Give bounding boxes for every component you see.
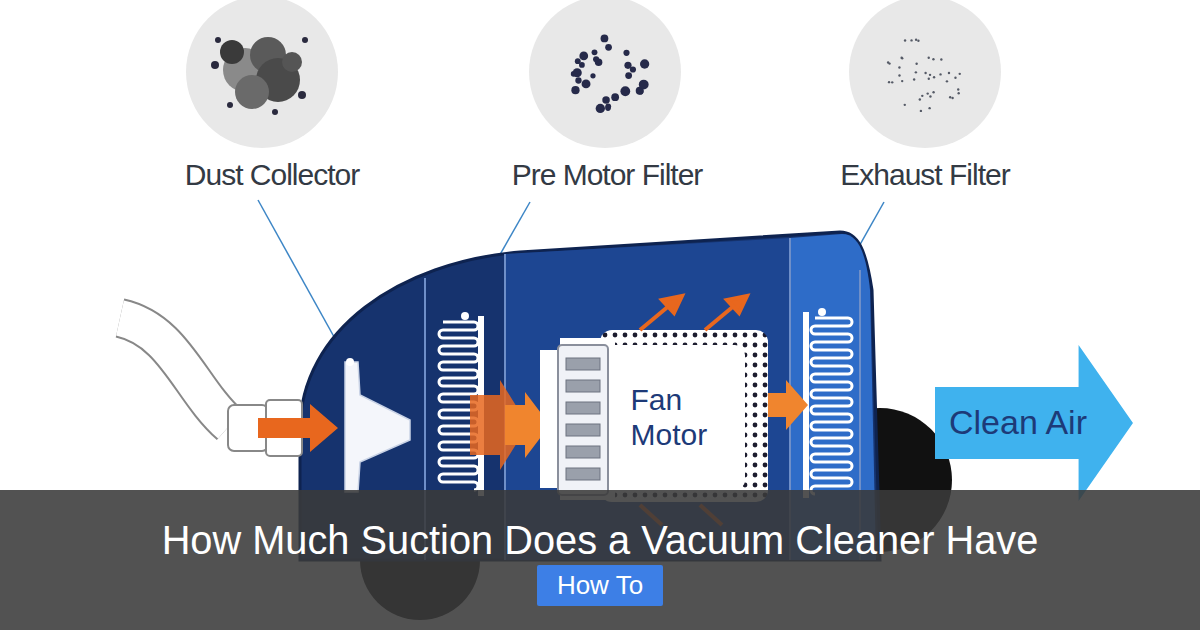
node-text: How To xyxy=(557,571,643,601)
node-text: Clean Air xyxy=(949,403,1087,442)
category-badge: How To xyxy=(537,565,663,606)
callout-dot xyxy=(818,308,826,316)
micro-dust xyxy=(887,39,961,113)
part-label: Pre Motor Filter xyxy=(512,158,703,192)
page-title: How Much Suction Does a Vacuum Cleaner H… xyxy=(0,518,1200,563)
dust-collector xyxy=(345,362,410,492)
callout-dot xyxy=(461,312,469,320)
motor-grille xyxy=(540,338,615,500)
dust-circle xyxy=(186,0,338,148)
exhaust-flow-arrow xyxy=(768,380,808,430)
node-text: Fan Motor xyxy=(631,383,727,452)
filter-coils xyxy=(439,318,852,494)
part-label: Dust Collector xyxy=(185,158,359,192)
dust-cluster xyxy=(211,37,308,115)
hose xyxy=(120,318,230,425)
fan-motor-box: Fan Motor xyxy=(612,345,745,490)
part-label: Exhaust Filter xyxy=(840,158,1009,192)
fine-dust-circle xyxy=(529,0,681,148)
callout-dot xyxy=(346,358,354,366)
clean-air-arrow: Clean Air xyxy=(935,345,1133,501)
fine-dust xyxy=(571,35,649,114)
micro-dust-circle xyxy=(849,0,1001,148)
motor-grille xyxy=(558,345,608,495)
grille-slots xyxy=(566,358,600,480)
hose xyxy=(120,318,230,425)
intake-arrow xyxy=(258,404,338,452)
title-banner: How To How Much Suction Does a Vacuum Cle… xyxy=(0,490,1200,630)
motor-housing xyxy=(600,330,768,502)
